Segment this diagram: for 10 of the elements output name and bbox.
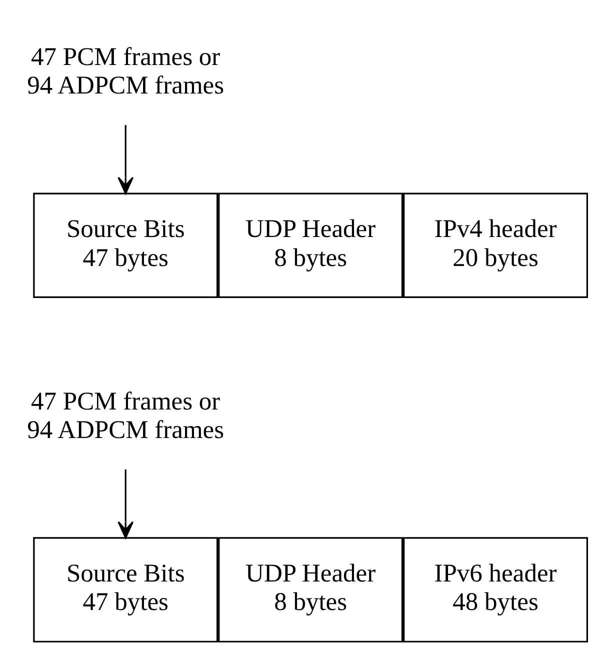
arrow bbox=[118, 124, 134, 194]
node-text: 47 PCM frames or 94 ADPCM frames bbox=[27, 41, 224, 100]
arrow bbox=[118, 468, 134, 538]
node-box: IPv6 header 48 bytes bbox=[403, 536, 588, 642]
node-box: UDP Header 8 bytes bbox=[218, 536, 404, 642]
node-box: Source Bits 47 bytes bbox=[33, 536, 218, 642]
node-box: IPv4 header 20 bytes bbox=[403, 192, 588, 298]
node-box: UDP Header 8 bytes bbox=[218, 192, 404, 298]
node-box: Source Bits 47 bytes bbox=[33, 192, 218, 298]
node-text: 47 PCM frames or 94 ADPCM frames bbox=[27, 386, 224, 444]
